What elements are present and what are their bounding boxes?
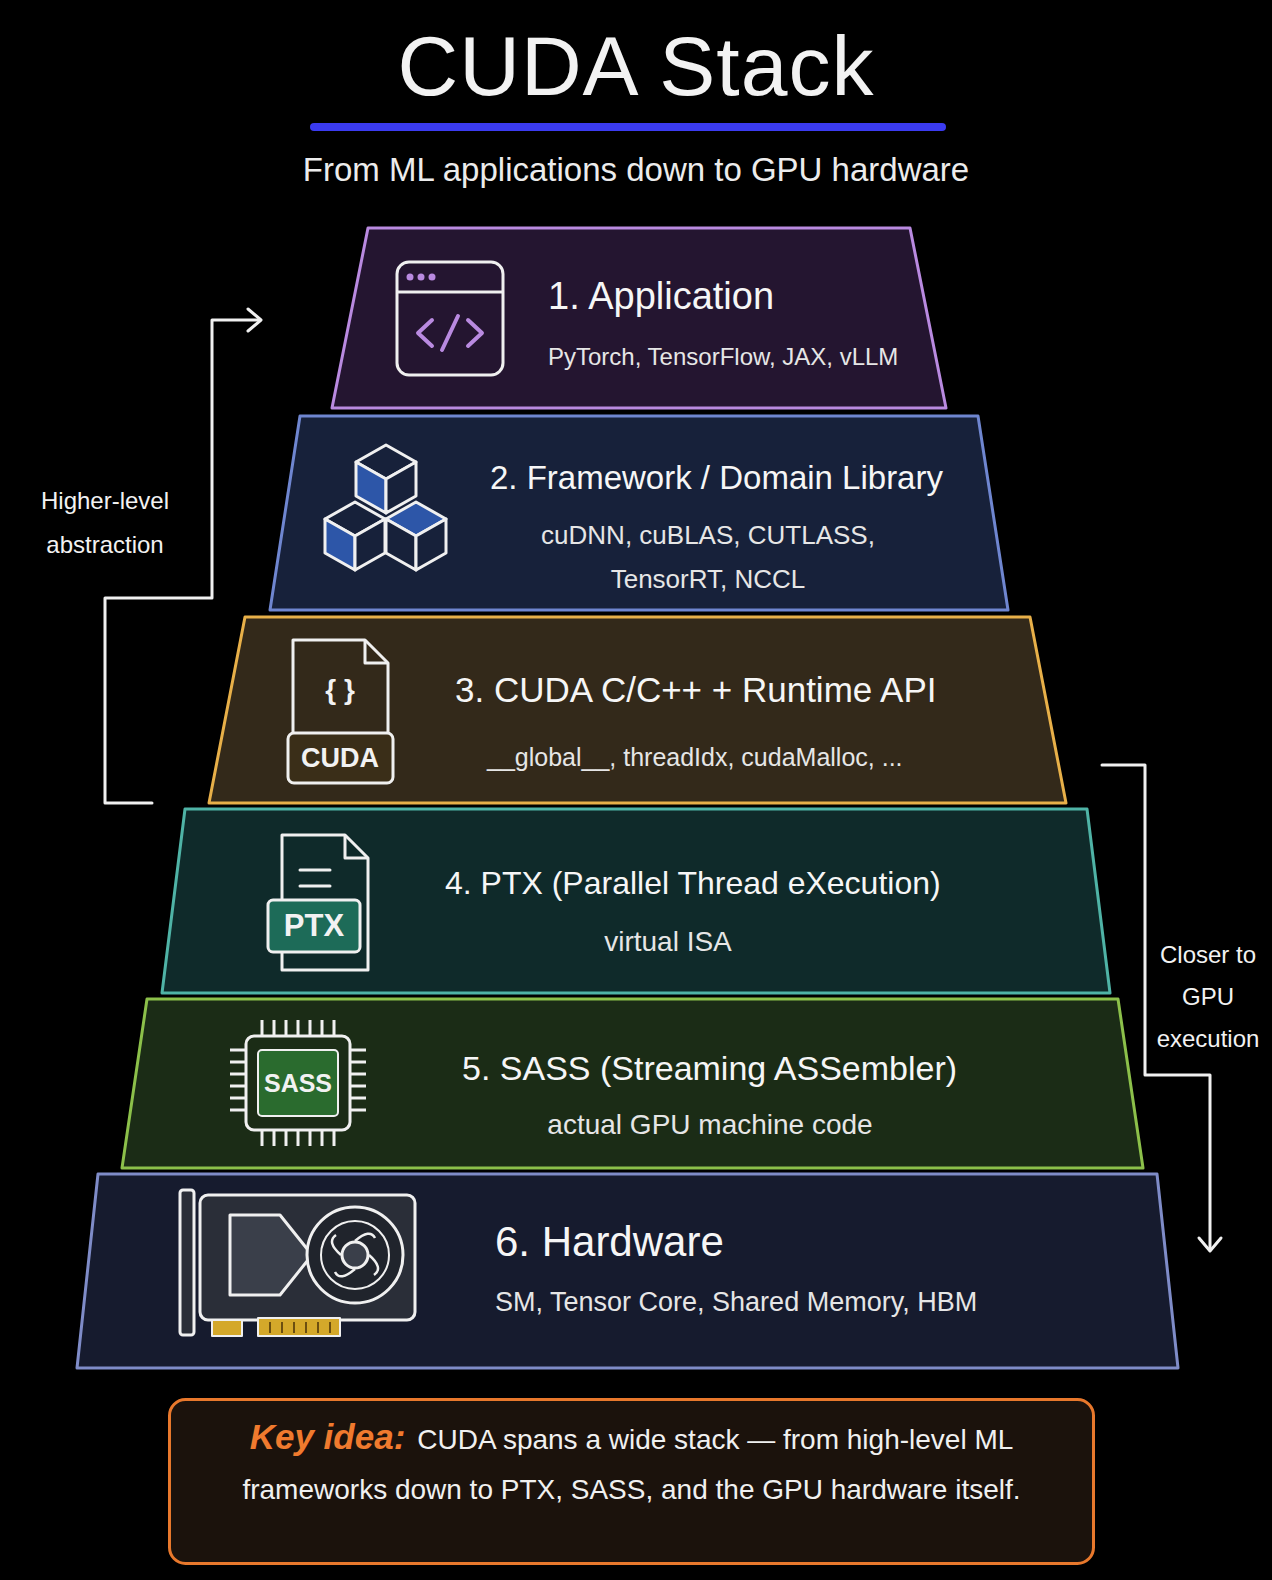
- layer-title: 2. Framework / Domain Library: [490, 458, 943, 498]
- band-outline: [160, 807, 1112, 995]
- trapezoid-shape: [270, 416, 1008, 610]
- layer-title: 6. Hardware: [495, 1217, 724, 1267]
- layer-examples: SM, Tensor Core, Shared Memory, HBM: [495, 1286, 977, 1318]
- title: CUDA Stack: [0, 18, 1272, 115]
- band-outline: [330, 226, 948, 410]
- title-underline: [314, 123, 942, 131]
- trapezoid-shape: [209, 617, 1066, 803]
- layer-examples: __global__, threadIdx, cudaMalloc, ...: [487, 742, 903, 772]
- band-outline: [207, 615, 1068, 805]
- layer-title: 1. Application: [548, 274, 774, 320]
- side-note: Closer to GPU execution: [1153, 934, 1263, 1060]
- trapezoid-shape: [122, 999, 1143, 1168]
- side-note: Higher-level abstraction: [20, 479, 190, 568]
- trapezoid-shape: [162, 809, 1110, 993]
- layer-band: 1. ApplicationPyTorch, TensorFlow, JAX, …: [330, 226, 948, 410]
- trapezoid-shape: [77, 1174, 1178, 1368]
- layer-title: 5. SASS (Streaming ASSembler): [462, 1048, 957, 1089]
- layer-examples: virtual ISA: [518, 925, 818, 959]
- subtitle: From ML applications down to GPU hardwar…: [0, 151, 1272, 189]
- layer-band: 2. Framework / Domain Library cuDNN, cuBL…: [268, 414, 1010, 612]
- icon-label: SASS: [258, 1068, 338, 1098]
- layer-title: 4. PTX (Parallel Thread eXecution): [445, 864, 941, 902]
- trapezoid-shape: [332, 228, 946, 408]
- bracket-arrow: [1199, 1238, 1221, 1251]
- icon-label: CUDA: [290, 742, 390, 774]
- band-outline: [75, 1172, 1180, 1370]
- bracket-arrow: [105, 309, 1221, 1251]
- icon-symbol: { }: [300, 673, 380, 707]
- layer-title: 3. CUDA C/C++ + Runtime API: [455, 669, 936, 711]
- key-idea-heading: Key idea:: [250, 1417, 406, 1456]
- key-idea-text: Key idea:CUDA spans a wide stack — from …: [228, 1414, 1035, 1517]
- bracket-arrow: [248, 309, 261, 331]
- key-idea-box: Key idea:CUDA spans a wide stack — from …: [168, 1398, 1095, 1565]
- box-shape: [170, 1400, 1094, 1564]
- icon-label: PTX: [269, 907, 359, 944]
- layer-band: 6. HardwareSM, Tensor Core, Shared Memor…: [75, 1172, 1180, 1370]
- layer-examples: PyTorch, TensorFlow, JAX, vLLM: [548, 343, 898, 372]
- layer-examples: actual GPU machine code: [510, 1108, 910, 1142]
- layer-band: 3. CUDA C/C++ + Runtime API __global__, t…: [207, 615, 1068, 805]
- layer-band: 4. PTX (Parallel Thread eXecution) virtua…: [160, 807, 1112, 995]
- layer-examples: cuDNN, cuBLAS, CUTLASS, TensorRT, NCCL: [518, 513, 898, 601]
